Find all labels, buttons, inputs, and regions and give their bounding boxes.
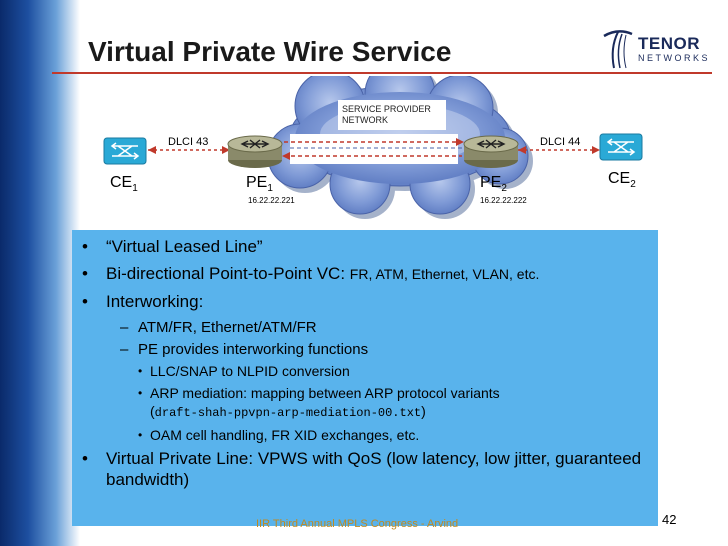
ce1-label: CE1 [110,174,138,195]
bullet-virtual-leased-line: “Virtual Leased Line” [82,236,652,257]
bullet-list: “Virtual Leased Line” Bi-directional Poi… [82,236,652,496]
logo-wordmark: TENOR [638,34,700,53]
sub-sub-bullet-oam: OAM cell handling, FR XID exchanges, etc… [82,426,652,444]
ce1-switch-icon [103,137,147,165]
cloud-label-box [338,100,446,130]
sub-sub-bullet-llc-snap: LLC/SNAP to NLPID conversion [82,362,652,380]
pe1-label: PE1 [246,174,273,195]
dlci-right-label: DLCI 44 [540,136,581,148]
sub-bullet-atm-fr: ATM/FR, Ethernet/ATM/FR [102,318,652,337]
slide-title: Virtual Private Wire Service [88,36,452,67]
dlci-left-label: DLCI 43 [168,136,209,148]
ce2-switch-icon [599,133,643,161]
bullet-virtual-private-line: Virtual Private Line: VPWS with QoS (low… [82,448,652,490]
pe1-ip-address: 16.22.22.221 [248,196,295,205]
sub-sub-bullet-arp-mediation: ARP mediation: mapping between ARP proto… [82,384,652,422]
logo-subtitle: NETWORKS [638,53,711,63]
cloud-label: SERVICE PROVIDER NETWORK [342,104,431,125]
title-underline [52,72,712,74]
bullet-interworking: Interworking: [82,291,652,312]
bullet-bidirectional-vc: Bi-directional Point-to-Point VC: FR, AT… [82,263,652,285]
tenor-logo-icon [603,30,633,69]
page-number: 42 [662,512,677,527]
network-diagram: SERVICE PROVIDER NETWORK DLCI 43 DLCI 44… [0,58,728,226]
decorative-fiber-glow [0,0,80,546]
tunnel-area [290,134,458,164]
slide-footer: IIR Third Annual MPLS Congress - Arvind [256,518,459,530]
sub-bullet-pe-interworking: PE provides interworking functions [102,340,652,359]
access-links [148,146,600,154]
diagram-canvas [103,58,643,219]
pe1-router-icon [227,135,283,168]
company-logo: TENOR NETWORKS [600,26,718,72]
tunnel-links [282,138,464,160]
ce2-label: CE2 [608,170,636,191]
pe2-ip-address: 16.22.22.222 [480,196,527,205]
pe2-label: PE2 [480,174,507,195]
pe2-router-icon [463,135,519,168]
